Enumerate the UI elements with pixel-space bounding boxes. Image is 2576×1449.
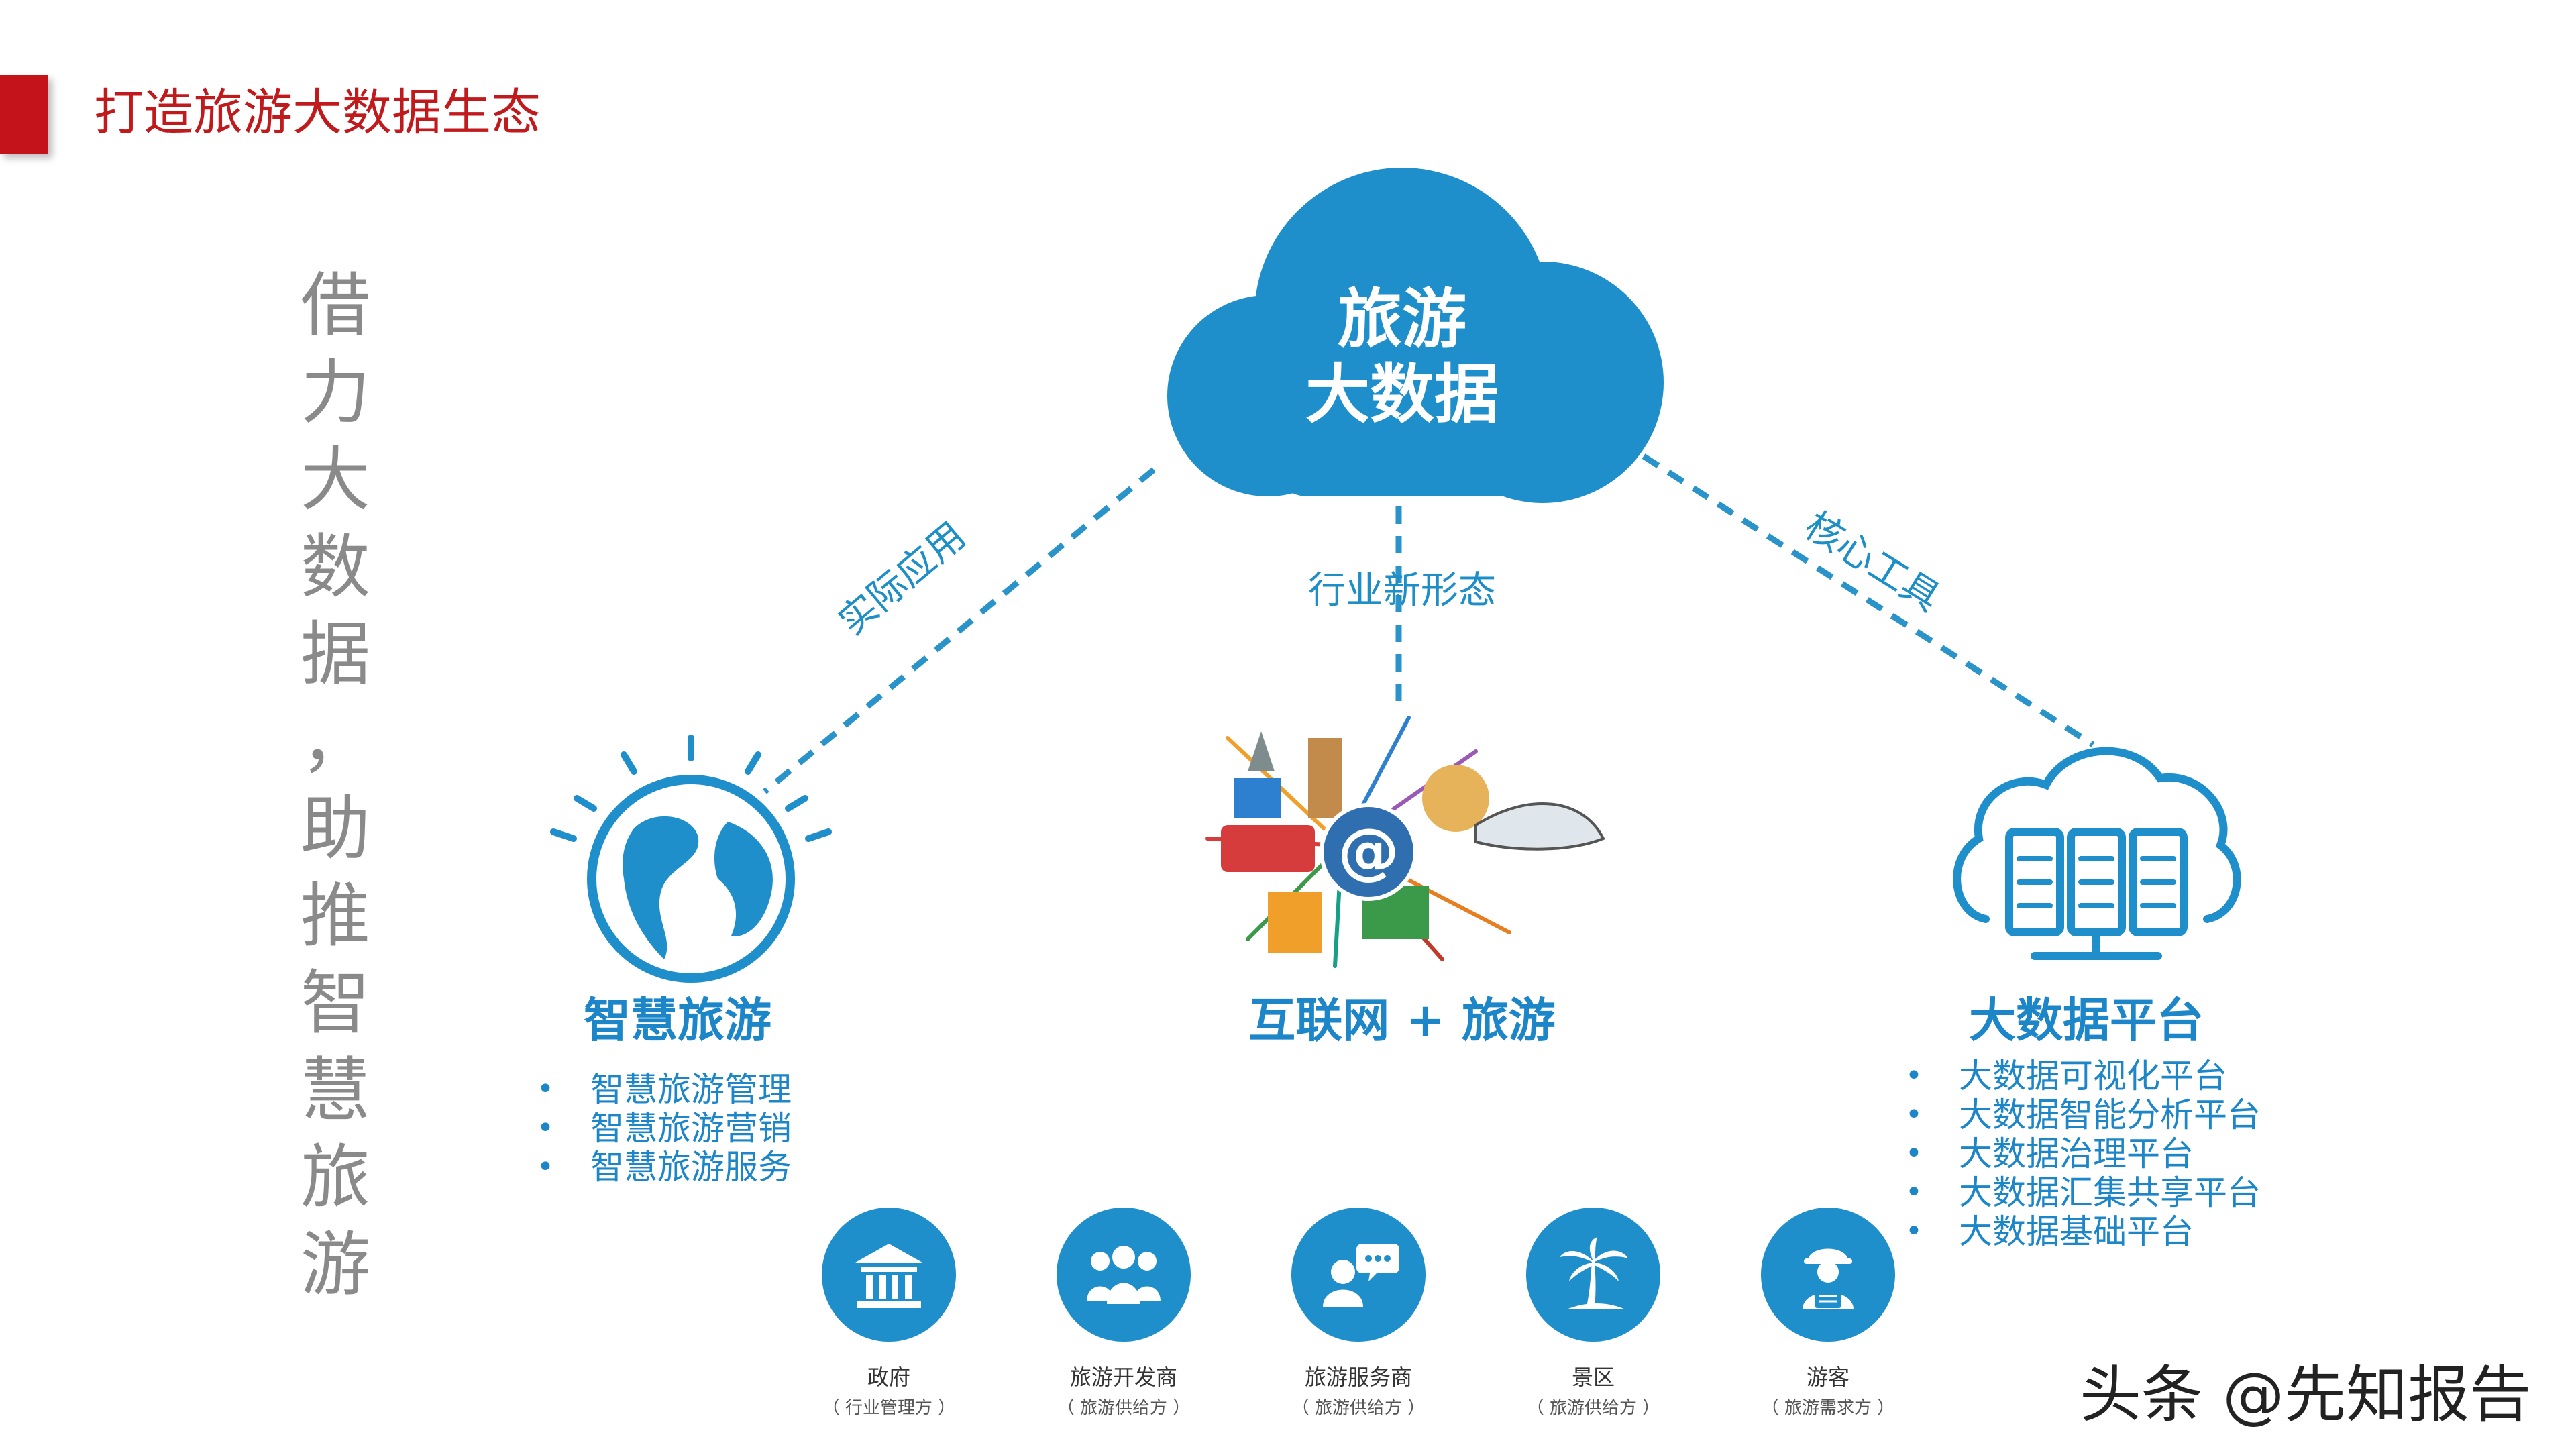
stakeholder-role: （ 旅游供给方 ） — [1057, 1398, 1191, 1418]
stakeholder-government: 政府 （ 行业管理方 ） — [788, 1208, 989, 1419]
slogan-char: 数 — [300, 526, 370, 608]
data-platform-list: 大数据可视化平台 大数据智能分析平台 大数据治理平台 大数据汇集共享平台 大数据… — [1905, 1057, 2261, 1251]
stakeholder-name: 政府 — [867, 1364, 910, 1390]
stakeholder-role: （ 旅游供给方 ） — [1291, 1398, 1426, 1418]
cloud-label: 旅游 大数据 — [1261, 282, 1543, 432]
stakeholder-icon-circle — [1526, 1208, 1660, 1342]
list-item: 智慧旅游营销 — [537, 1109, 792, 1148]
slogan-char: 借 — [300, 264, 370, 346]
stakeholder-name: 旅游服务商 — [1304, 1364, 1412, 1390]
globe-icon — [550, 735, 832, 983]
stakeholder-role: （ 旅游需求方 ） — [1761, 1398, 1895, 1418]
list-item: 大数据治理平台 — [1905, 1134, 2261, 1173]
data-cloud — [1167, 168, 1664, 503]
list-item: 大数据智能分析平台 — [1905, 1095, 2261, 1134]
connector-left — [763, 467, 1156, 794]
government-building-icon — [855, 1244, 922, 1308]
slogan-char: ， — [300, 700, 370, 782]
stakeholder-name: 游客 — [1806, 1364, 1849, 1390]
palm-tree-icon — [1560, 1237, 1628, 1309]
slogan-char: 游 — [300, 1224, 370, 1305]
svg-text:@: @ — [1338, 815, 1399, 887]
slogan-char: 助 — [300, 788, 370, 869]
slogan-char: 推 — [300, 875, 370, 957]
list-item: 智慧旅游管理 — [537, 1070, 792, 1109]
slogan-char: 力 — [300, 352, 370, 433]
node-title-data-platform: 大数据平台 — [1969, 993, 2204, 1048]
connector-right — [1642, 453, 2095, 747]
internet-travel-collage-icon: @ — [1205, 716, 1605, 968]
node-title-internet-tourism: 互联网 + 旅游 — [1248, 993, 1556, 1048]
page-title: 打造旅游大数据生态 — [94, 84, 541, 142]
connector-label-middle: 行业新形态 — [1308, 569, 1496, 612]
list-item: 智慧旅游服务 — [537, 1148, 792, 1187]
slogan-char: 智 — [300, 962, 370, 1044]
slogan-char: 大 — [300, 439, 370, 521]
stakeholder-role: （ 旅游供给方 ） — [1526, 1398, 1660, 1418]
team-icon — [1087, 1246, 1161, 1304]
stakeholder-service-provider: 旅游服务商 （ 旅游供给方 ） — [1258, 1208, 1459, 1419]
stakeholder-tourist: 游客 （ 旅游需求方 ） — [1727, 1208, 1929, 1419]
slogan-char: 慧 — [300, 1049, 370, 1131]
cloud-line-2: 大数据 — [1305, 357, 1499, 432]
slogan-char: 据 — [300, 613, 370, 695]
stakeholder-developer: 旅游开发商 （ 旅游供给方 ） — [1023, 1208, 1224, 1419]
list-item: 大数据基础平台 — [1905, 1212, 2261, 1251]
watermark: 头条 @先知报告 — [2080, 1359, 2532, 1431]
stakeholder-icon-circle — [1057, 1208, 1191, 1342]
list-item: 大数据汇集共享平台 — [1905, 1173, 2261, 1212]
stakeholder-name: 景区 — [1571, 1364, 1615, 1390]
stakeholder-role: （ 行业管理方 ） — [822, 1398, 956, 1418]
vertical-slogan: 借 力 大 数 据 ， 助 推 智 慧 旅 游 — [295, 262, 376, 1308]
list-item: 大数据可视化平台 — [1905, 1057, 2261, 1095]
title-accent-bar — [0, 75, 48, 154]
node-title-smart-tourism: 智慧旅游 — [584, 993, 771, 1048]
stakeholder-icon-circle — [1291, 1208, 1426, 1342]
stakeholder-scenic-area: 景区 （ 旅游供给方 ） — [1493, 1208, 1694, 1419]
tourist-icon — [1803, 1248, 1854, 1309]
stakeholder-icon-circle — [822, 1208, 956, 1342]
cloud-line-1: 旅游 — [1338, 282, 1466, 357]
slogan-char: 旅 — [300, 1136, 370, 1218]
stakeholder-name: 旅游开发商 — [1069, 1364, 1177, 1390]
service-chat-icon — [1323, 1244, 1399, 1307]
server-cloud-icon — [1953, 747, 2241, 960]
smart-tourism-list: 智慧旅游管理 智慧旅游营销 智慧旅游服务 — [537, 1070, 792, 1187]
stakeholder-icon-circle — [1761, 1208, 1895, 1342]
